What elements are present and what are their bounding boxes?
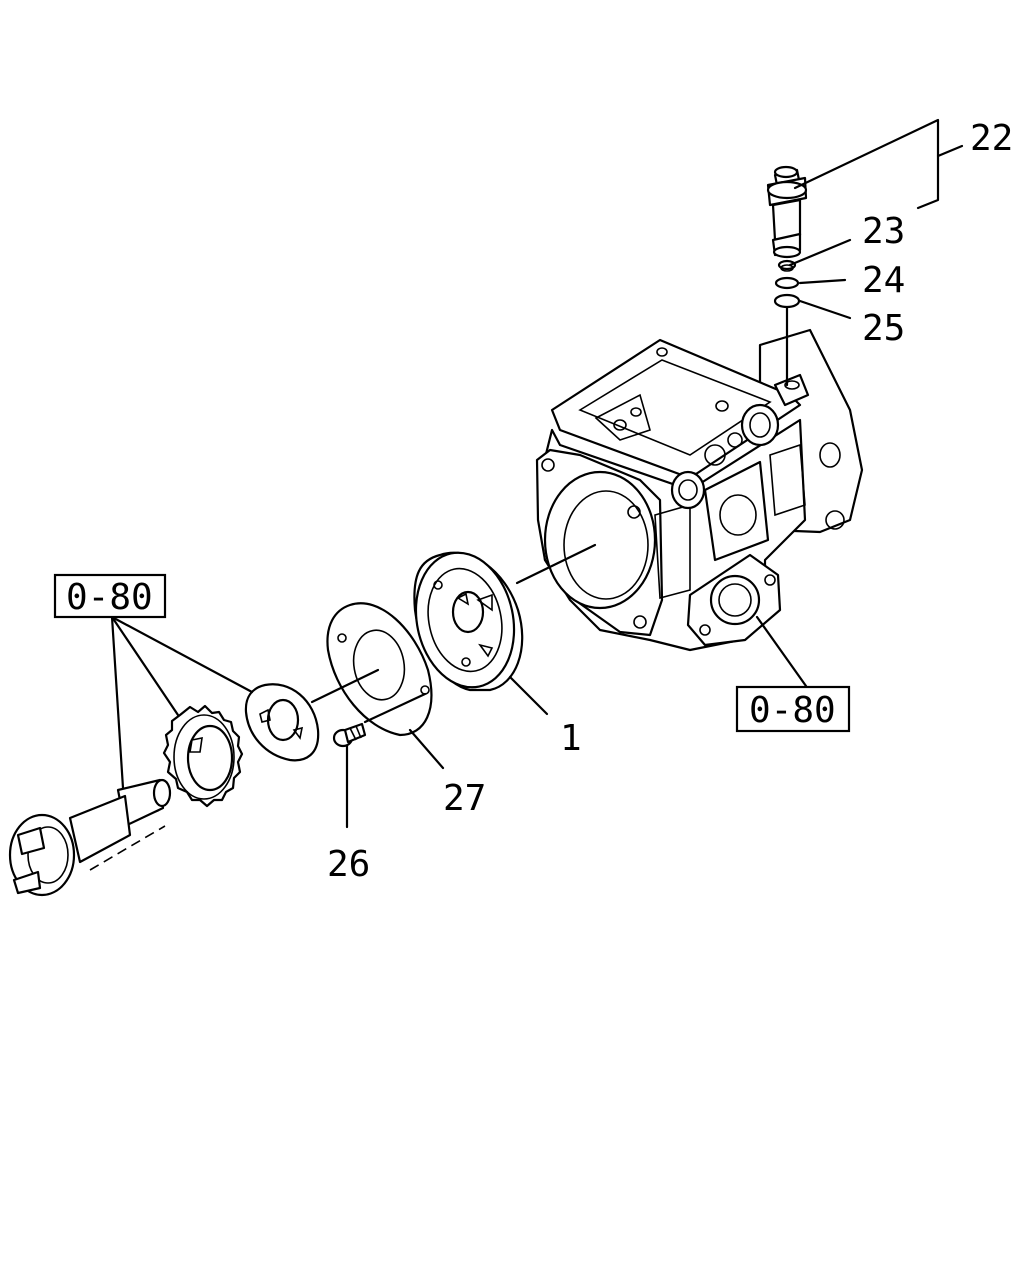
ref-box-right-label: 0-80	[749, 690, 836, 731]
callout-1: 1	[560, 718, 582, 759]
ref-box-right[interactable]: 0-80	[735, 685, 851, 733]
callout-25: 25	[862, 308, 905, 349]
leader-lines	[110, 118, 964, 829]
o-ring-lower	[773, 293, 801, 309]
callout-24: 24	[862, 260, 905, 301]
callout-23: 23	[862, 211, 905, 252]
callout-22: 22	[970, 118, 1013, 159]
callout-26: 26	[327, 844, 370, 885]
callout-27: 27	[443, 778, 486, 819]
drive-shaft	[8, 778, 172, 897]
screw	[332, 722, 367, 748]
valve-spring	[777, 259, 797, 272]
valve-assembly	[766, 165, 808, 259]
ref-box-left-label: 0-80	[66, 577, 153, 618]
drive-gear	[162, 704, 244, 808]
pump-housing	[535, 328, 864, 652]
coupling-disc	[413, 551, 524, 692]
o-ring-upper	[774, 276, 800, 290]
ref-box-left[interactable]: 0-80	[53, 573, 167, 619]
key-washer	[244, 683, 320, 762]
